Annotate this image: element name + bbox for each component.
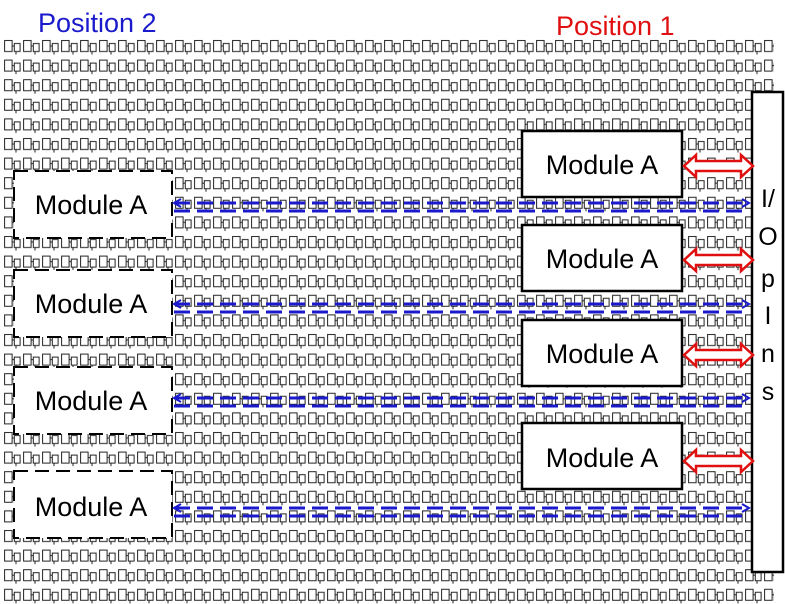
relocation-arrow: [174, 304, 749, 314]
io-pins-column: I/ O p I n s: [750, 90, 785, 574]
io-connection-arrow: [682, 447, 755, 475]
io-label-line: p: [761, 265, 775, 293]
module-label: Module A: [546, 244, 659, 274]
position-1-module: Module A: [520, 129, 684, 199]
relocation-arrow: [174, 398, 749, 408]
io-connection-arrow: [682, 341, 755, 369]
position-2-label: Position 2: [38, 8, 157, 38]
io-label-line: I: [765, 302, 772, 330]
position-2-module: Module A: [13, 366, 173, 435]
io-label-line: s: [762, 378, 775, 406]
position-1-module: Module A: [520, 421, 684, 491]
module-label: Module A: [546, 150, 659, 180]
io-label-line: I/: [761, 185, 775, 213]
relocation-arrow: [174, 203, 749, 213]
position-2-module: Module A: [13, 170, 173, 239]
position-1-module: Module A: [520, 318, 684, 388]
io-connection-arrow: [682, 152, 755, 180]
io-connection-arrow: [682, 246, 755, 274]
relocation-arrow: [174, 508, 749, 518]
module-label: Module A: [35, 190, 148, 220]
module-label: Module A: [35, 289, 148, 319]
position-2-module: Module A: [13, 470, 173, 539]
position-1-label: Position 1: [556, 11, 675, 41]
module-label: Module A: [35, 386, 148, 416]
position-1-module: Module A: [520, 223, 684, 293]
module-label: Module A: [35, 492, 148, 522]
io-label-line: O: [758, 223, 777, 251]
position-2-module: Module A: [13, 269, 173, 338]
module-label: Module A: [546, 339, 659, 369]
module-label: Module A: [546, 443, 659, 473]
io-label-line: n: [761, 340, 775, 368]
